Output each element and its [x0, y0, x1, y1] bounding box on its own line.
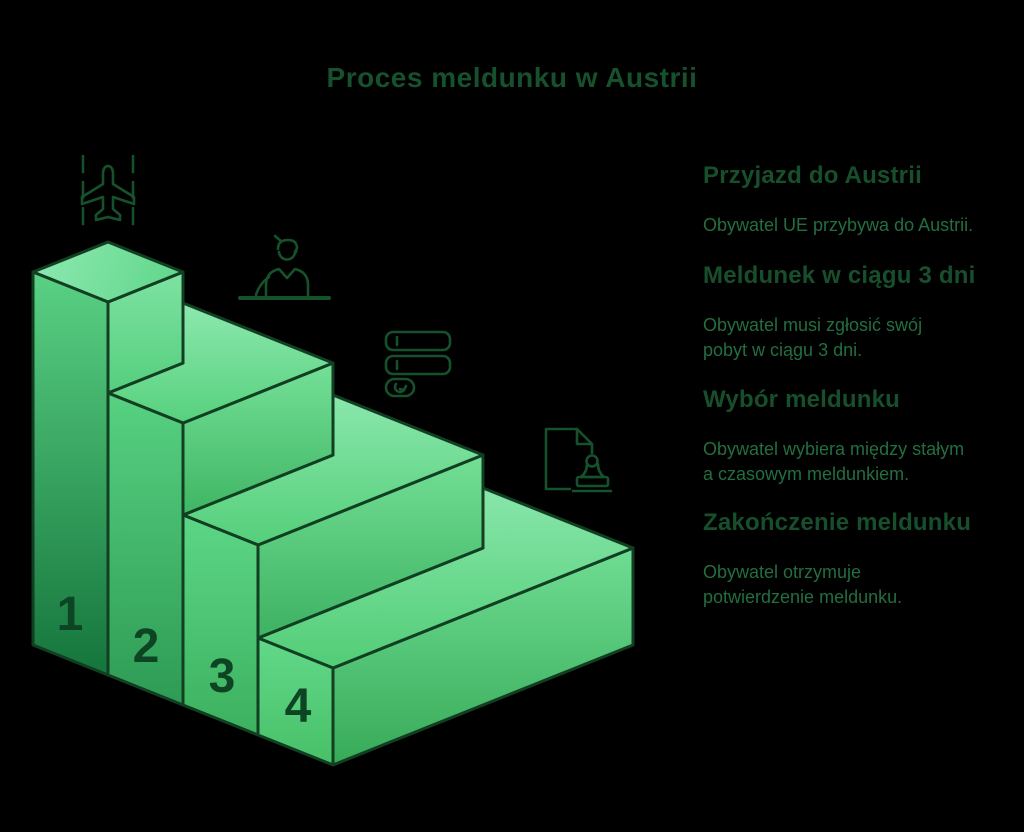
step-2-block: [106, 301, 335, 707]
step-1-front-face: [31, 270, 110, 677]
step-1-number: 1: [57, 588, 84, 641]
step-1-text: Przyjazd do Austrii Obywatel UE przybywa…: [703, 161, 1015, 238]
step-4-description: Obywatel otrzymuje potwierdzenie meldunk…: [703, 562, 903, 607]
step-3-description: Obywatel wybiera między stałym a czasowy…: [703, 439, 965, 484]
page-title: Proces meldunku w Austrii: [326, 62, 698, 93]
step-1-description: Obywatel UE przybywa do Austrii.: [703, 215, 974, 235]
step-3-number: 3: [209, 650, 236, 703]
step-2-number: 2: [133, 620, 160, 673]
step-4-title: Zakończenie meldunku: [703, 509, 972, 536]
step-4-number: 4: [285, 680, 312, 733]
step-4-text: Zakończenie meldunku Obywatel otrzymuje …: [703, 508, 1015, 610]
reception-desk-icon: [238, 234, 331, 300]
step-1-title: Przyjazd do Austrii: [703, 162, 922, 189]
step-2-title: Meldunek w ciągu 3 dni: [703, 262, 976, 289]
step-2-description: Obywatel musi zgłosić swój pobyt w ciągu…: [703, 315, 923, 360]
step-2-text: Meldunek w ciągu 3 dni Obywatel musi zgł…: [703, 261, 1015, 363]
step-3-block: [181, 393, 485, 737]
options-toggle-icon: [384, 330, 452, 398]
airplane-icon: [80, 154, 136, 226]
step-3-title: Wybór meldunku: [703, 386, 901, 413]
stamped-document-icon: [544, 427, 613, 493]
step-1-block: [31, 240, 185, 677]
step-3-text: Wybór meldunku Obywatel wybiera między s…: [703, 385, 1015, 487]
step-4-block: [256, 486, 635, 767]
